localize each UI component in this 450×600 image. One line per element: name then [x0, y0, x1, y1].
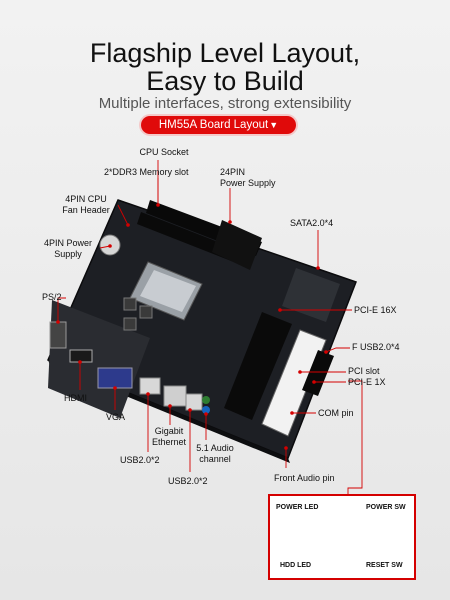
vga-port: [97, 367, 133, 389]
leader-4pin-cpu: [117, 204, 129, 226]
leader-ps2: [57, 297, 66, 322]
fp-power-led: POWER LED: [276, 504, 319, 511]
label-audio-channel: channel: [199, 454, 231, 464]
audio-jack-1: [202, 396, 210, 404]
label-com: COM pin: [318, 408, 354, 418]
label-gigabit: Gigabit: [154, 426, 184, 436]
fp-reset-sw: RESET SW: [366, 562, 403, 569]
label-front-audio: Front Audio pin: [274, 473, 335, 483]
leader-fusb: [325, 347, 350, 353]
usb-port-b: [185, 393, 203, 411]
label-usb-b: USB2.0*2: [168, 476, 208, 486]
pci-slot: [261, 329, 327, 437]
choke-1: [123, 297, 137, 311]
label-ps2: PS/2: [42, 292, 62, 302]
usb-port-a: [139, 377, 161, 395]
subtitle: Multiple interfaces, strong extensibilit…: [98, 95, 352, 112]
pcie-1x-slot: [302, 350, 334, 396]
label-ddr3: 2*DDR3 Memory slot: [104, 167, 189, 177]
hdmi-port: [69, 349, 93, 363]
fp-hdd-led: HDD LED: [280, 562, 312, 569]
label-hdmi: HDMI: [64, 393, 87, 403]
model-badge: HM55A Board Layout▼: [141, 116, 296, 134]
label-sata: SATA2.0*4: [290, 218, 334, 228]
label-4pin-power: 4PIN Power: [43, 238, 93, 248]
choke-2: [139, 305, 153, 319]
headline-line1: Flagship Level Layout,: [89, 38, 361, 68]
label-24pin-sub: Power Supply: [220, 178, 276, 188]
fp-power-sw: POWER SW: [366, 504, 406, 511]
label-pcie1: PCI-E 1X: [348, 377, 386, 387]
chipset-heatsink: [282, 268, 340, 322]
caret-down-icon: ▼: [269, 120, 279, 130]
audio-jack-2: [202, 406, 210, 414]
leader-front-panel: [347, 380, 363, 494]
cpu-socket-inner: [140, 270, 196, 312]
label-fusb: F USB2.0*4: [352, 342, 400, 352]
label-4pin-cpu: 4PIN CPU: [65, 194, 107, 204]
choke-3: [123, 317, 137, 331]
label-cpu-socket: CPU Socket: [139, 147, 189, 157]
label-pcie16: PCI-E 16X: [354, 305, 397, 315]
label-pci: PCI slot: [348, 366, 380, 376]
pcie-16x-slot: [224, 312, 292, 420]
ps2-port: [49, 321, 67, 349]
front-panel-diagram: POWER LED POWER SW HDD LED RESET SW: [268, 494, 416, 580]
headline-line2: Easy to Build: [146, 66, 304, 96]
label-24pin: 24PIN: [220, 167, 246, 177]
label-audio51: 5.1 Audio: [196, 443, 234, 453]
label-vga: VGA: [106, 412, 126, 422]
ethernet-port: [163, 385, 187, 407]
atx-24pin-connector: [212, 220, 262, 270]
label-usb-a: USB2.0*2: [120, 455, 160, 465]
model-badge-label: HM55A Board Layout: [158, 119, 269, 131]
label-ethernet: Ethernet: [151, 437, 187, 447]
label-4pin-power-sub: Supply: [54, 249, 82, 259]
label-4pin-cpu-sub: Fan Header: [62, 205, 110, 215]
